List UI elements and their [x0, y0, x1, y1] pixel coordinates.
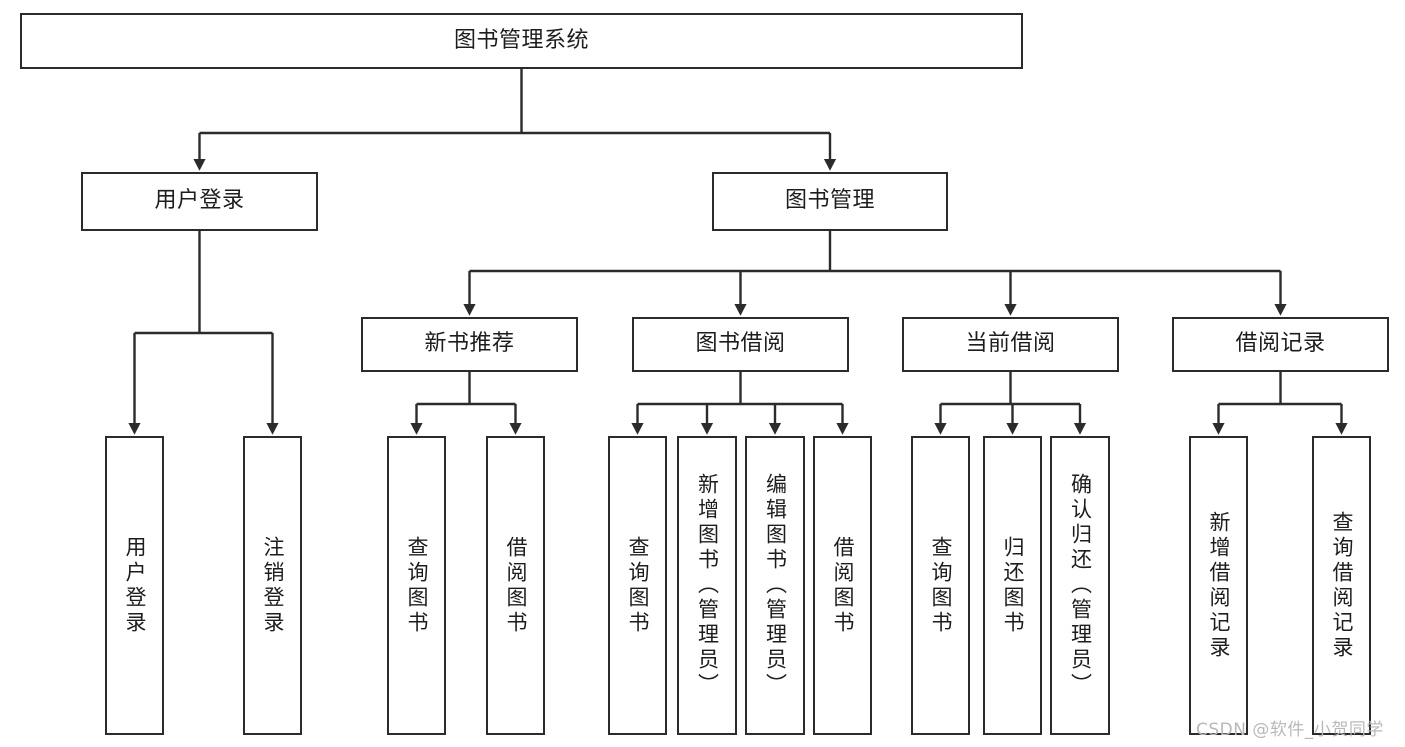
node-current-borrow-label: 当前借阅: [965, 331, 1056, 357]
edges-current-borrow-to-leaves: [934, 372, 1087, 435]
node-leaf-query-book-2[interactable]: 查询图书: [608, 436, 667, 735]
node-new-book-rec[interactable]: 新书推荐: [361, 317, 578, 372]
node-leaf-confirm-return-label: 确认归还（管理员）: [1068, 473, 1093, 698]
edges-new-book-rec-to-leaves: [410, 372, 522, 435]
node-leaf-borrow-book-2-label: 借阅图书: [831, 535, 855, 636]
node-book-manage[interactable]: 图书管理: [712, 172, 948, 231]
edges-root-to-level2: [193, 69, 837, 171]
node-leaf-query-book-1-label: 查询图书: [405, 535, 429, 636]
node-book-borrow[interactable]: 图书借阅: [632, 317, 849, 372]
node-leaf-edit-book[interactable]: 编辑图书（管理员）: [745, 436, 805, 735]
node-borrow-record-label: 借阅记录: [1235, 331, 1326, 357]
edges-book-manage-to-level3: [463, 231, 1287, 316]
node-user-login-label: 用户登录: [154, 188, 245, 214]
node-leaf-add-book[interactable]: 新增图书（管理员）: [677, 436, 737, 735]
node-leaf-confirm-return[interactable]: 确认归还（管理员）: [1050, 436, 1110, 735]
node-leaf-borrow-book-1-label: 借阅图书: [504, 535, 528, 636]
node-leaf-query-book-3[interactable]: 查询图书: [911, 436, 970, 735]
node-current-borrow[interactable]: 当前借阅: [902, 317, 1119, 372]
node-leaf-user-login-label: 用户登录: [123, 535, 147, 636]
node-root[interactable]: 图书管理系统: [20, 13, 1023, 69]
node-leaf-return-book-label: 归还图书: [1001, 535, 1025, 636]
node-leaf-return-book[interactable]: 归还图书: [983, 436, 1042, 735]
node-leaf-logout[interactable]: 注销登录: [243, 436, 302, 735]
node-user-login[interactable]: 用户登录: [81, 172, 318, 231]
node-leaf-add-book-label: 新增图书（管理员）: [695, 473, 720, 698]
node-leaf-query-book-1[interactable]: 查询图书: [387, 436, 446, 735]
edges-book-borrow-to-leaves: [631, 372, 849, 435]
node-leaf-logout-label: 注销登录: [261, 535, 285, 636]
node-borrow-record[interactable]: 借阅记录: [1172, 317, 1389, 372]
edges-borrow-record-to-leaves: [1212, 372, 1348, 435]
node-leaf-add-record-label: 新增借阅记录: [1207, 510, 1231, 661]
node-leaf-query-record-label: 查询借阅记录: [1330, 510, 1354, 661]
node-leaf-query-book-2-label: 查询图书: [626, 535, 650, 636]
node-leaf-add-record[interactable]: 新增借阅记录: [1189, 436, 1248, 735]
node-leaf-edit-book-label: 编辑图书（管理员）: [763, 473, 788, 698]
node-leaf-borrow-book-2[interactable]: 借阅图书: [813, 436, 872, 735]
node-book-borrow-label: 图书借阅: [695, 331, 786, 357]
node-new-book-rec-label: 新书推荐: [424, 331, 515, 357]
node-root-label: 图书管理系统: [453, 27, 589, 53]
node-leaf-query-book-3-label: 查询图书: [929, 535, 953, 636]
node-leaf-borrow-book-1[interactable]: 借阅图书: [486, 436, 545, 735]
node-leaf-user-login[interactable]: 用户登录: [105, 436, 164, 735]
node-book-manage-label: 图书管理: [784, 188, 875, 214]
node-leaf-query-record[interactable]: 查询借阅记录: [1312, 436, 1371, 735]
edges-user-login-to-leaves: [128, 231, 279, 435]
